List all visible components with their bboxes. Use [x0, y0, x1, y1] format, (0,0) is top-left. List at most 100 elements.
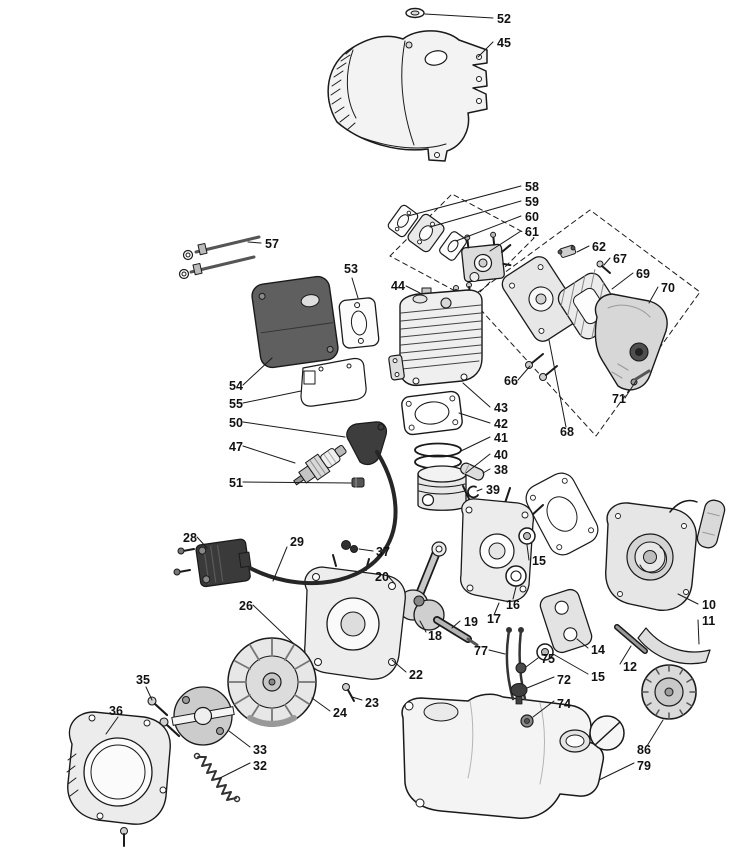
label-58: 58	[525, 180, 539, 194]
part-57-studs	[178, 235, 261, 280]
leader-61	[489, 230, 522, 252]
leader-71	[624, 380, 637, 399]
part-37-washer-stack	[341, 540, 358, 553]
cover-hatch	[330, 46, 356, 131]
leader-53	[351, 277, 359, 299]
part-67-screw	[596, 260, 611, 274]
label-53: 53	[344, 262, 358, 276]
part-72-tank-grommet	[510, 683, 528, 705]
part-28-ignition-coil	[173, 538, 252, 588]
part-number-labels: 52 45 58 59 60 61 57 62 67 53 69 70 44 5…	[109, 12, 716, 773]
leader-58	[407, 185, 522, 217]
label-17: 17	[487, 612, 501, 626]
label-14: 14	[591, 643, 605, 657]
leader-36	[105, 716, 119, 735]
fuel-cap-gasket	[589, 715, 625, 751]
label-15b: 15	[591, 670, 605, 684]
part-58-gasket	[387, 204, 419, 238]
label-45: 45	[497, 36, 511, 50]
leader-55	[242, 390, 302, 404]
part-52-grommet	[405, 7, 425, 19]
part-40-piston	[417, 465, 467, 511]
leader-11	[697, 619, 700, 645]
leader-47	[242, 445, 296, 464]
leader-42	[458, 412, 491, 424]
part-66-screws	[525, 353, 558, 381]
label-75: 75	[541, 652, 555, 666]
label-23: 23	[365, 696, 379, 710]
label-24: 24	[333, 706, 347, 720]
part-39-circlip	[467, 485, 479, 499]
part-32-clutch-spring	[193, 752, 241, 803]
leader-28	[196, 536, 208, 549]
leader-15b	[552, 653, 589, 675]
leader-18	[419, 620, 427, 633]
label-26: 26	[239, 599, 253, 613]
leader-24	[311, 697, 331, 712]
part-16-bearing	[505, 565, 527, 587]
leader-51	[242, 481, 352, 484]
label-57: 57	[265, 237, 279, 251]
part-75-grommet	[515, 662, 527, 674]
part-23-screw	[342, 683, 355, 702]
label-43: 43	[494, 401, 508, 415]
label-74: 74	[557, 697, 571, 711]
leader-50	[242, 421, 346, 438]
leader-69	[611, 272, 634, 290]
part-59-insulator	[407, 213, 445, 253]
leader-68	[548, 339, 567, 428]
part-61-carburetor	[461, 231, 512, 283]
leader-15a	[526, 544, 530, 561]
leader-16	[512, 586, 517, 600]
label-79: 79	[637, 759, 651, 773]
fan-housing-screw	[120, 827, 128, 847]
part-24-flywheel	[227, 637, 317, 727]
starter-handle	[696, 499, 726, 549]
label-77: 77	[474, 644, 488, 658]
leader-43	[462, 382, 491, 408]
leader-57	[247, 241, 262, 244]
part-54-muffler	[251, 275, 339, 369]
part-29-ignition-wire	[248, 450, 398, 585]
part-41-piston-rings	[414, 442, 462, 470]
leader-17	[493, 602, 500, 616]
part-15-seal-a	[518, 527, 536, 545]
label-36: 36	[109, 704, 123, 718]
leader-14	[576, 638, 589, 649]
part-74-fuel-filter	[520, 714, 534, 728]
leader-38	[482, 468, 491, 474]
label-29: 29	[290, 535, 304, 549]
label-16: 16	[506, 598, 520, 612]
part-11-deflector	[637, 627, 711, 665]
label-18: 18	[428, 629, 442, 643]
label-70: 70	[661, 281, 675, 295]
leader-35	[145, 686, 153, 701]
part-47-spark-plug	[293, 444, 347, 486]
label-69: 69	[636, 267, 650, 281]
label-62: 62	[592, 240, 606, 254]
leader-72	[526, 676, 555, 689]
label-35: 35	[136, 673, 150, 687]
part-62-clip	[557, 244, 577, 258]
leader-52	[424, 13, 494, 19]
label-68: 68	[560, 425, 574, 439]
leader-29	[272, 546, 288, 582]
part-35-screws	[147, 696, 181, 738]
leader-75	[525, 657, 539, 668]
label-40: 40	[494, 448, 508, 462]
part-79-fuel-tank	[401, 693, 605, 819]
label-28: 28	[183, 531, 197, 545]
leader-22	[391, 659, 407, 673]
label-67: 67	[613, 252, 627, 266]
leader-74	[532, 700, 555, 718]
part-68-filter-base	[501, 256, 581, 342]
leader-70	[648, 286, 659, 304]
part-53-muffler-plate	[338, 297, 380, 349]
part-22-crankcase-cover	[304, 554, 406, 680]
crankcase-gasket	[525, 472, 599, 556]
part-70-filter-cover	[594, 293, 668, 391]
part-86-fuel-cap	[641, 664, 697, 720]
label-71: 71	[612, 392, 626, 406]
